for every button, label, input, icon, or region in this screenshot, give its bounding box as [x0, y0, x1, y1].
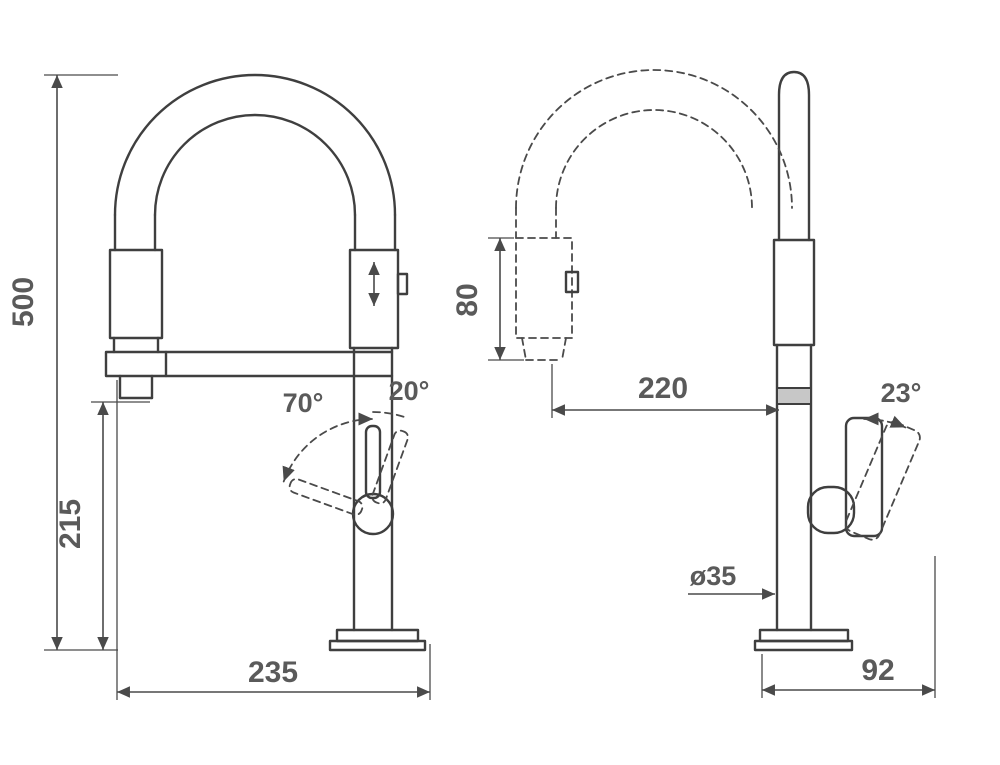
dimension-spray-head-length: 80 [451, 237, 524, 361]
slider-clip-button [396, 272, 409, 296]
slider-block [348, 248, 400, 350]
spout-arc-inner [153, 113, 357, 217]
spray-holder-ring [104, 350, 168, 378]
handle-lever-20deg-position [371, 429, 409, 505]
dim-spout-reach-label: 220 [638, 372, 688, 405]
dim-spray-head-length-label: 80 [451, 283, 484, 316]
dim-overall-width-label: 235 [248, 656, 298, 689]
swing-arc-70deg [282, 412, 374, 483]
handle-hub [806, 485, 856, 535]
faucet-side-view: 80 220 ø35 92 23° [451, 69, 936, 698]
diameter-label: ø35 [690, 561, 737, 591]
handle-bar-side [844, 416, 884, 538]
spray-head-body [108, 248, 164, 340]
angle-20-label: 20° [389, 376, 430, 406]
handle-lever [364, 424, 382, 500]
dim-outlet-height-label: 215 [54, 499, 87, 549]
handle-lever-70deg-position [288, 478, 364, 516]
base-plate [328, 639, 427, 652]
diameter-callout: ø35 [688, 561, 775, 600]
base-plate-side [753, 639, 854, 652]
dimension-overall-height: 500 [7, 74, 118, 651]
spray-head-pulled-position [515, 237, 573, 339]
slider-block-side [772, 238, 816, 347]
spray-nozzle-pulled [561, 337, 567, 361]
arm-collar-band [776, 387, 812, 405]
dimension-overall-width: 235 [116, 380, 431, 700]
dimension-outlet-height: 215 [54, 401, 150, 650]
spray-nozzle-pulled [521, 337, 527, 361]
hose-arc-outer [515, 69, 793, 209]
swing-arc-23deg [863, 412, 907, 429]
handle-bar-23deg-position [844, 421, 921, 541]
dimension-spout-reach: 220 [551, 364, 779, 418]
dimension-base-depth: 92 [761, 556, 936, 698]
spout-arc-outer [113, 73, 397, 217]
angle-70-label: 70° [283, 388, 324, 418]
swing-arc-20deg [372, 411, 409, 420]
hose-arc-inner [555, 109, 753, 209]
dim-overall-height-label: 500 [7, 277, 40, 327]
spout-tube-side [777, 70, 811, 242]
faucet-front-view: 500 215 235 70° 20° [7, 73, 431, 700]
base-flange [335, 628, 420, 643]
angle-23-label: 23° [881, 378, 922, 408]
dim-base-depth-label: 92 [861, 654, 894, 687]
spray-head-clip [564, 270, 580, 294]
base-flange-side [758, 628, 850, 643]
